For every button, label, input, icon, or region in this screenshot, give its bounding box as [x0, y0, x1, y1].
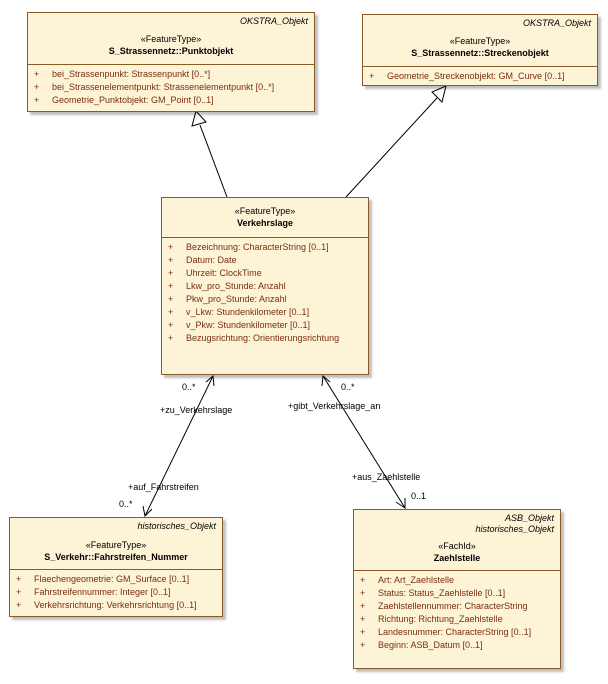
attribute-row: +Uhrzeit: ClockTime: [168, 268, 262, 278]
association-arrow-bottom-zaehlstelle: [395, 498, 406, 509]
stereotype-label: «FeatureType»: [140, 34, 202, 44]
class-name: S_Strassennetz::Streckenobjekt: [411, 48, 549, 58]
class-name: Verkehrslage: [236, 218, 294, 228]
multiplicity-label: 0..1: [411, 491, 427, 501]
stereotype-label: «FachId»: [438, 541, 476, 551]
generalization-arrowhead-punktobjekt: [191, 109, 207, 127]
class-punktobjekt[interactable]: OKSTRA_Objekt «FeatureType» S_Strassenne…: [27, 12, 315, 112]
attribute-row: +bei_Strassenpunkt: Strassenpunkt [0..*]: [34, 69, 211, 79]
role-label: +auf_Fahrstreifen: [128, 482, 199, 492]
attribute-row: +Geometrie_Streckenobjekt: GM_Curve [0..…: [369, 71, 565, 81]
attribute-row: +Landesnummer: CharacterString [0..1]: [360, 627, 532, 637]
role-label: +aus_Zaehlstelle: [352, 472, 421, 482]
package-label: ASB_Objekt: [504, 513, 554, 523]
attribute-row: +bei_Strassenelementpunkt: Strasseneleme…: [34, 82, 275, 92]
association-line-zaehlstelle: [322, 375, 406, 509]
association-arrow-bottom-fahrstreifen: [142, 505, 153, 518]
package-label: historisches_Objekt: [137, 521, 216, 531]
attribute-row: +Bezugsrichtung: Orientierungsrichtung: [168, 333, 340, 343]
multiplicity-label: 0..*: [341, 382, 355, 392]
class-fahrstreifen-nummer[interactable]: historisches_Objekt «FeatureType» S_Verk…: [9, 517, 223, 617]
attribute-row: +v_Lkw: Stundenkilometer [0..1]: [168, 307, 310, 317]
attribute-row: +Zaehlstellennummer: CharacterString: [360, 601, 528, 611]
class-zaehlstelle[interactable]: ASB_Objekt historisches_Objekt «FachId» …: [353, 509, 561, 669]
package-label: OKSTRA_Objekt: [522, 18, 591, 28]
stereotype-label: «FeatureType»: [449, 36, 511, 46]
attribute-row: +Bezeichnung: CharacterString [0..1]: [168, 242, 329, 252]
attribute-row: +Pkw_pro_Stunde: Anzahl: [168, 294, 287, 304]
attribute-row: +Status: Status_Zaehlstelle [0..1]: [360, 588, 506, 598]
class-name: S_Strassennetz::Punktobjekt: [108, 46, 234, 56]
generalization-line-streckenobjekt: [345, 97, 438, 198]
association-line-fahrstreifen: [144, 375, 214, 517]
multiplicity-label: 0..*: [182, 382, 196, 392]
attribute-row: +v_Pkw: Stundenkilometer [0..1]: [168, 320, 311, 330]
generalization-line-punktobjekt: [199, 124, 228, 198]
attribute-row: +Fahrstreifennummer: Integer [0..1]: [16, 587, 171, 597]
attribute-row: +Datum: Date: [168, 255, 237, 265]
class-streckenobjekt[interactable]: OKSTRA_Objekt «FeatureType» S_Strassenne…: [362, 14, 598, 86]
attribute-row: +Flaechengeometrie: GM_Surface [0..1]: [16, 574, 190, 584]
attribute-row: +Lkw_pro_Stunde: Anzahl: [168, 281, 286, 291]
package-label: OKSTRA_Objekt: [239, 16, 308, 26]
class-verkehrslage[interactable]: «FeatureType» Verkehrslage +Bezeichnung:…: [161, 197, 369, 375]
attribute-row: +Geometrie_Punktobjekt: GM_Point [0..1]: [34, 95, 214, 105]
stereotype-label: «FeatureType»: [85, 540, 147, 550]
role-label: +zu_Verkehrslage: [160, 405, 233, 415]
attribute-row: +Beginn: ASB_Datum [0..1]: [360, 640, 483, 650]
attribute-row: +Art: Art_Zaehlstelle: [360, 575, 455, 585]
package-label-secondary: historisches_Objekt: [475, 524, 554, 534]
attribute-row: +Richtung: Richtung_Zaehlstelle: [360, 614, 503, 624]
class-name: Zaehlstelle: [433, 553, 481, 563]
association-arrow-top-fahrstreifen: [205, 374, 215, 387]
association-arrow-top-zaehlstelle: [321, 374, 331, 387]
stereotype-label: «FeatureType»: [234, 206, 296, 216]
generalization-arrowhead-streckenobjekt: [431, 85, 447, 103]
role-label: +gibt_Verkehrslage_an: [288, 401, 381, 411]
attribute-row: +Verkehrsrichtung: Verkehrsrichtung [0..…: [16, 600, 197, 610]
class-name: S_Verkehr::Fahrstreifen_Nummer: [44, 552, 188, 562]
multiplicity-label: 0..*: [119, 499, 133, 509]
